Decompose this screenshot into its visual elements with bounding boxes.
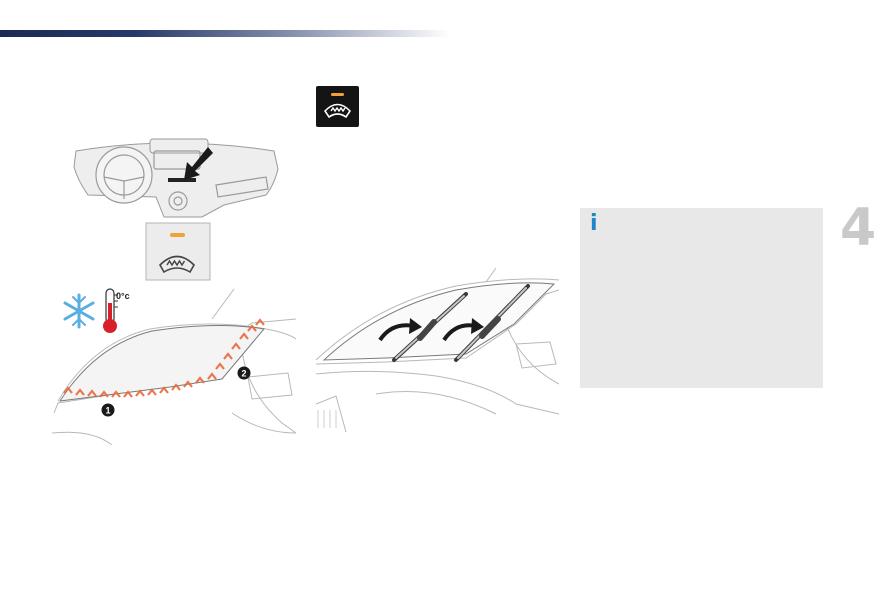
pointer-arrow-icon [184,147,213,180]
wiper-arms-raised-illustration [316,267,559,432]
chapter-number: 4 [840,198,877,258]
indicator-light [331,93,344,96]
svg-text:1: 1 [105,406,110,416]
rear-screen-demist-icon [323,93,352,119]
heating-zone-side [207,318,265,380]
rear-screen-outline [323,103,352,119]
demist-button-closeup [145,222,211,281]
snowflake-icon [63,293,95,329]
thermometer-label: 0°c [116,291,130,301]
zone-marker-2: 2 [237,366,251,380]
header-accent-bar [0,30,450,37]
dashboard-illustration: 0°c 1 [52,138,296,445]
zone-marker-1: 1 [101,403,115,417]
thermometer-icon: 0°c [103,288,130,333]
svg-text:2: 2 [241,369,246,379]
rear-screen-demist-button [316,86,359,127]
info-box: i [580,208,823,388]
lift-arrow-icon [378,318,484,342]
info-icon: i [590,211,598,236]
heating-zone-bottom [63,376,205,398]
wiper-arms [392,284,530,362]
wiper-illustration-panel [316,264,559,432]
left-illustration-panel: 0°c 1 [52,133,296,445]
heating-wave [330,106,346,113]
windscreen-glass [58,324,265,402]
